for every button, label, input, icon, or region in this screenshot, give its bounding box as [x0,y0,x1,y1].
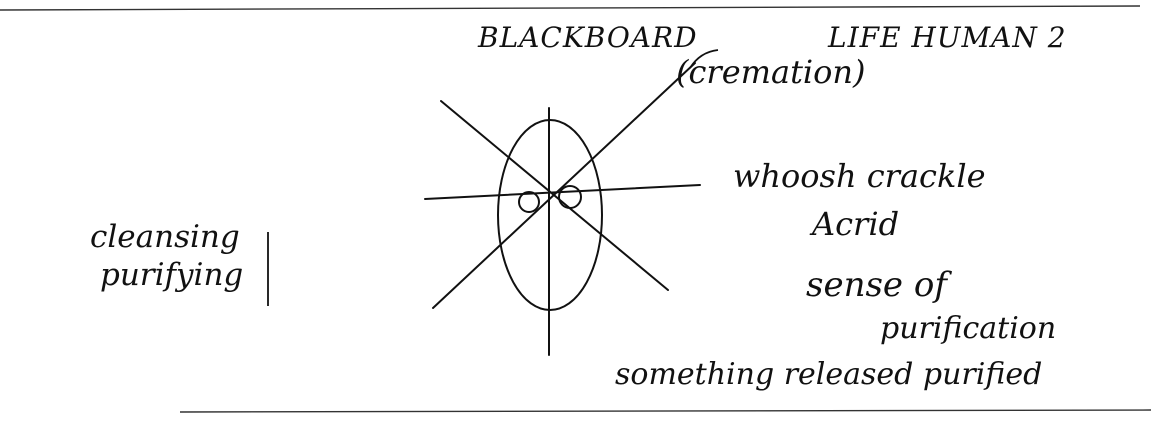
heading-life-human: LIFE HUMAN 2 [828,24,1067,52]
top-rule [0,6,1140,10]
right-word-sense-of: sense of [806,268,947,302]
label-cremation: (cremation) [676,56,866,88]
ray-diagonal-up-right [433,63,695,308]
bottom-rule [180,410,1151,412]
figure-eye-right [559,186,581,208]
right-word-whoosh-crackle: whoosh crackle [733,160,986,192]
figure-eye-left [519,192,539,212]
radiating-figure [425,63,700,355]
left-word-purifying: purifying [100,260,243,291]
right-word-purification: purification [880,314,1056,344]
heading-blackboard: BLACKBOARD [478,24,698,52]
left-word-cleansing: cleansing [90,222,240,253]
right-word-acrid: Acrid [812,208,899,240]
bottom-words: something released purified [615,360,1042,390]
